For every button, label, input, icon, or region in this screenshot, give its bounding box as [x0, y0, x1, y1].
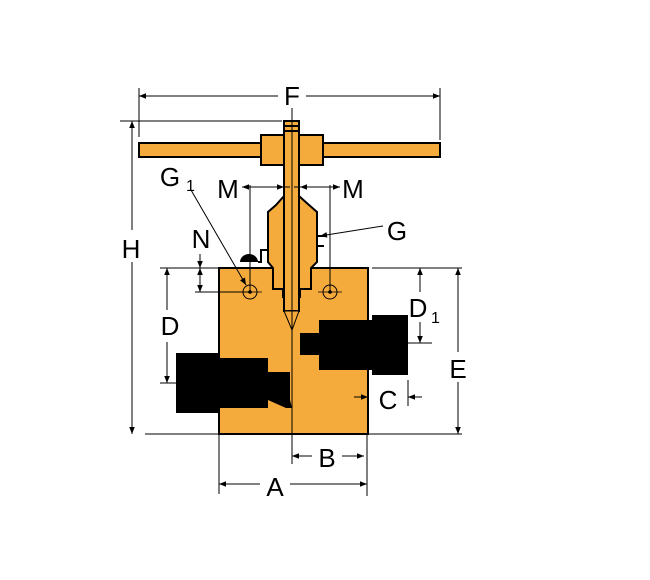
dimension-F: F — [138, 81, 441, 140]
label-M-left: M — [217, 174, 239, 204]
outlet-port — [300, 315, 408, 375]
dimension-G1: G 1 — [160, 162, 247, 286]
dimension-E: E — [368, 268, 467, 435]
inlet-port — [176, 353, 292, 413]
dimension-D: D — [160, 268, 180, 384]
valve-drawing — [138, 120, 441, 435]
dimension-B: B — [292, 434, 368, 496]
label-G: G — [387, 216, 407, 246]
dimension-D1: D 1 — [372, 267, 462, 344]
label-H: H — [122, 234, 141, 264]
label-D1: D — [409, 293, 428, 323]
dimension-G: G — [319, 216, 407, 246]
label-F: F — [284, 81, 300, 111]
label-B: B — [318, 443, 335, 473]
label-C: C — [379, 385, 398, 415]
label-D1-subscript: 1 — [431, 310, 440, 327]
label-N: N — [192, 224, 211, 254]
dimension-N: N — [160, 224, 250, 293]
bonnet-notch — [318, 235, 326, 247]
lock-knob — [240, 254, 258, 262]
label-G1: G — [160, 162, 180, 192]
dimension-A: A — [218, 434, 367, 502]
label-G1-subscript: 1 — [186, 178, 195, 195]
dimension-C: C — [354, 380, 422, 415]
lock-bracket — [258, 249, 268, 263]
label-D: D — [161, 311, 180, 341]
label-M-right: M — [342, 174, 364, 204]
dimension-H: H — [120, 120, 282, 435]
dimension-M: M M — [217, 174, 364, 292]
label-A: A — [266, 472, 284, 502]
label-E: E — [449, 354, 466, 384]
